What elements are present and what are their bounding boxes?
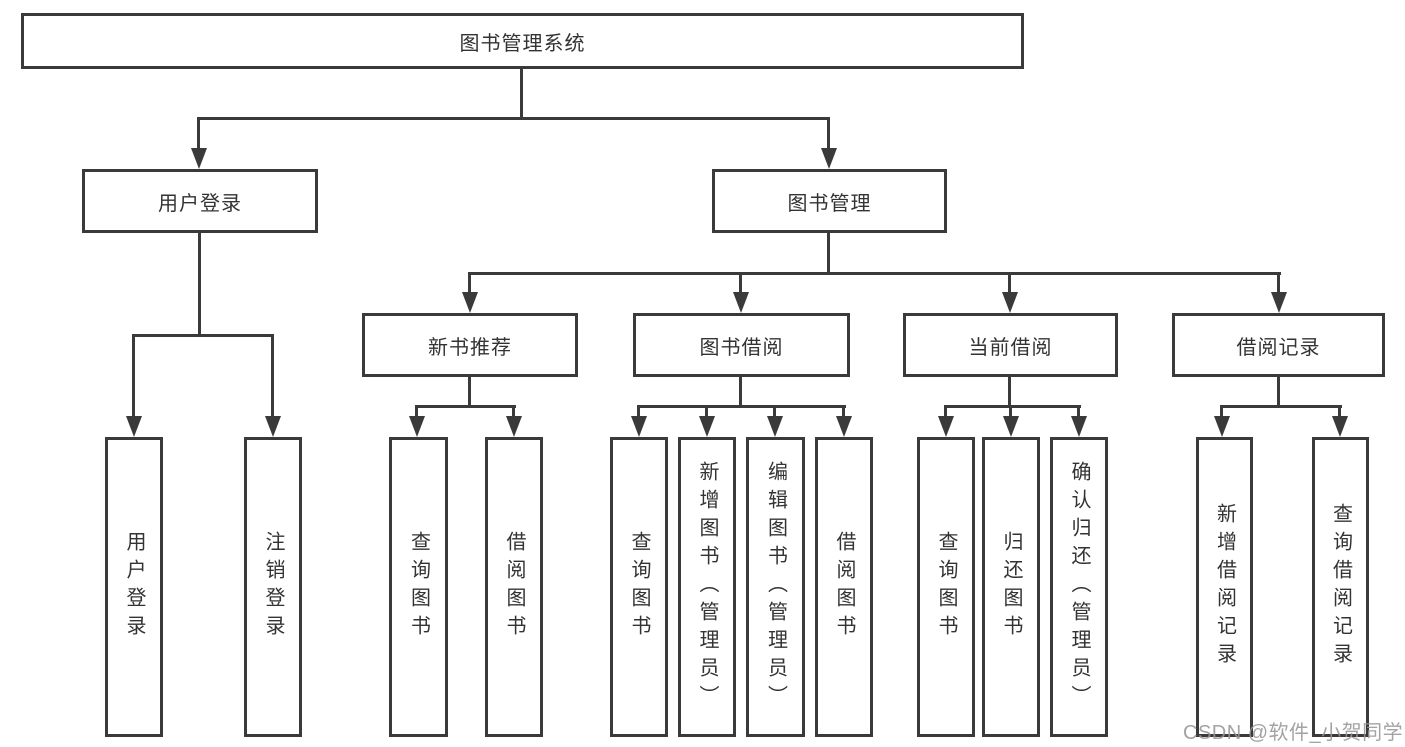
connector-line	[197, 117, 830, 120]
arrowhead-down-icon	[733, 292, 749, 313]
arrowhead-down-icon	[938, 416, 954, 437]
connector-line	[520, 69, 523, 119]
arrowhead-down-icon	[409, 416, 425, 437]
connector-line	[1277, 272, 1280, 294]
leaf-label: 新增借阅记录	[1213, 503, 1236, 671]
arrowhead-down-icon	[767, 416, 783, 437]
leaf-edit-book-admin: 编辑图书（管理员）	[746, 437, 805, 737]
leaf-label: 注销登录	[262, 531, 284, 643]
leaf-label: 编辑图书（管理员）	[764, 461, 787, 713]
connector-line	[705, 405, 708, 422]
connector-line	[1008, 272, 1011, 294]
connector-line	[827, 117, 830, 152]
connector-line	[1220, 405, 1223, 422]
leaf-label: 查询图书	[935, 531, 957, 643]
arrowhead-down-icon	[631, 416, 647, 437]
connector-line	[739, 272, 742, 294]
connector-line	[468, 377, 471, 408]
connector-line	[827, 233, 830, 275]
connector-line	[739, 377, 742, 408]
connector-line	[468, 272, 1281, 275]
leaf-label: 借阅图书	[503, 531, 525, 643]
arrowhead-down-icon	[1214, 416, 1230, 437]
leaf-label: 新增图书（管理员）	[696, 461, 718, 713]
arrowhead-down-icon	[1071, 416, 1087, 437]
leaf-add-book-admin: 新增图书（管理员）	[678, 437, 736, 737]
leaf-query-books-borrowing: 查询图书	[610, 437, 668, 737]
connector-line	[1077, 405, 1080, 422]
connector-line	[468, 272, 471, 294]
leaf-label: 查询图书	[628, 531, 650, 643]
connector-line	[512, 405, 515, 422]
leaf-query-books-recommend: 查询图书	[389, 437, 448, 737]
connector-line	[773, 405, 776, 422]
leaf-add-borrow-record: 新增借阅记录	[1196, 437, 1253, 737]
leaf-logout: 注销登录	[244, 437, 302, 737]
leaf-label: 查询借阅记录	[1329, 503, 1352, 671]
arrowhead-down-icon	[1003, 416, 1019, 437]
arrowhead-down-icon	[821, 148, 837, 169]
connector-line	[415, 405, 516, 408]
arrowhead-down-icon	[1002, 292, 1018, 313]
leaf-label: 用户登录	[123, 531, 145, 643]
connector-line	[1277, 377, 1280, 408]
arrowhead-down-icon	[126, 416, 142, 437]
connector-line	[197, 117, 200, 152]
connector-line	[415, 405, 418, 422]
arrowhead-down-icon	[191, 148, 207, 169]
arrowhead-down-icon	[1271, 292, 1287, 313]
connector-line	[944, 405, 1081, 408]
node-library-system: 图书管理系统	[21, 13, 1024, 69]
node-book-borrowing: 图书借阅	[633, 313, 850, 377]
connector-line	[132, 334, 274, 337]
leaf-user-login: 用户登录	[105, 437, 163, 737]
leaf-label: 借阅图书	[833, 531, 855, 643]
node-current-borrowing: 当前借阅	[903, 313, 1118, 377]
connector-line	[637, 405, 846, 408]
leaf-label: 归还图书	[1000, 531, 1022, 643]
node-book-management: 图书管理	[712, 169, 947, 233]
arrowhead-down-icon	[462, 292, 478, 313]
connector-line	[1009, 405, 1012, 422]
leaf-query-borrow-record: 查询借阅记录	[1312, 437, 1369, 737]
arrowhead-down-icon	[699, 416, 715, 437]
connector-line	[1220, 405, 1342, 408]
connector-line	[1008, 377, 1011, 408]
connector-line	[637, 405, 640, 422]
leaf-label: 确认归还（管理员）	[1068, 461, 1090, 713]
leaf-query-books-current: 查询图书	[917, 437, 975, 737]
leaf-return-books: 归还图书	[982, 437, 1040, 737]
arrowhead-down-icon	[836, 416, 852, 437]
connector-line	[1338, 405, 1341, 422]
connector-line	[132, 334, 135, 420]
csdn-watermark: CSDN @软件_小贺同学	[1183, 722, 1404, 744]
node-user-login: 用户登录	[82, 169, 318, 233]
arrowhead-down-icon	[265, 416, 281, 437]
arrowhead-down-icon	[506, 416, 522, 437]
connector-line	[198, 233, 201, 337]
connector-line	[842, 405, 845, 422]
node-new-book-recommendation: 新书推荐	[362, 313, 578, 377]
connector-line	[944, 405, 947, 422]
leaf-borrow-books-borrowing: 借阅图书	[815, 437, 873, 737]
leaf-confirm-return-admin: 确认归还（管理员）	[1050, 437, 1108, 737]
leaf-label: 查询图书	[407, 531, 430, 643]
connector-line	[271, 334, 274, 420]
arrowhead-down-icon	[1332, 416, 1348, 437]
leaf-borrow-books-recommend: 借阅图书	[485, 437, 543, 737]
node-borrowing-records: 借阅记录	[1172, 313, 1385, 377]
